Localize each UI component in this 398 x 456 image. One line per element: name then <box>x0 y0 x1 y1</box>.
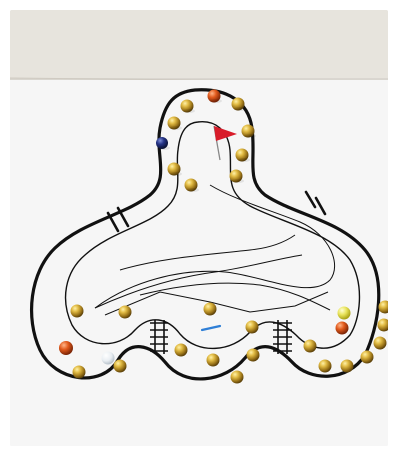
orange-pin <box>207 89 221 103</box>
gold-pin <box>377 318 388 332</box>
gold-pin <box>241 124 255 138</box>
gold-pin <box>229 169 243 183</box>
gold-pin <box>378 300 388 314</box>
track-drawing-svg <box>10 10 388 446</box>
navy-pin <box>156 137 168 149</box>
pin-shadows <box>158 99 256 192</box>
gold-pin <box>206 353 220 367</box>
gold-pin <box>113 359 127 373</box>
board-area <box>10 80 388 446</box>
ladder-marks-left <box>150 320 168 354</box>
clear-pin <box>101 351 115 365</box>
orange-pin <box>59 341 73 355</box>
gold-pin <box>318 359 332 373</box>
inner-track-outline <box>64 121 361 350</box>
orange-pin <box>335 321 349 335</box>
red-flag-pin <box>213 125 237 161</box>
gold-pin <box>167 116 181 130</box>
gold-pin <box>174 343 188 357</box>
yellow-pin <box>337 306 351 320</box>
scribble-line-4 <box>119 234 296 271</box>
scribble-line-2 <box>94 254 303 309</box>
gold-pin <box>184 178 198 192</box>
gold-pin <box>180 99 194 113</box>
track-hatch-marks <box>106 190 327 233</box>
gold-pin <box>303 339 317 353</box>
scribble-line-5 <box>139 282 331 311</box>
gold-pin <box>231 97 245 111</box>
gold-pin <box>72 365 86 379</box>
wall-area <box>10 10 388 78</box>
gold-pin <box>70 304 84 318</box>
photo-background <box>10 10 388 446</box>
pins-group <box>59 89 388 384</box>
outer-track-outline <box>29 88 381 381</box>
gold-pin <box>235 148 249 162</box>
gold-pin <box>340 359 354 373</box>
gold-pin <box>360 350 374 364</box>
gold-pin <box>246 348 260 362</box>
scribble-line-1 <box>94 184 335 309</box>
gold-pin <box>203 302 217 316</box>
gold-pin <box>167 162 181 176</box>
gold-pin <box>118 305 132 319</box>
scribble-line-3 <box>104 291 329 316</box>
ladder-marks-right <box>273 320 292 354</box>
blue-mark <box>200 324 222 332</box>
gold-pin <box>373 336 387 350</box>
gold-pin <box>245 320 259 334</box>
gold-pin <box>230 370 244 384</box>
